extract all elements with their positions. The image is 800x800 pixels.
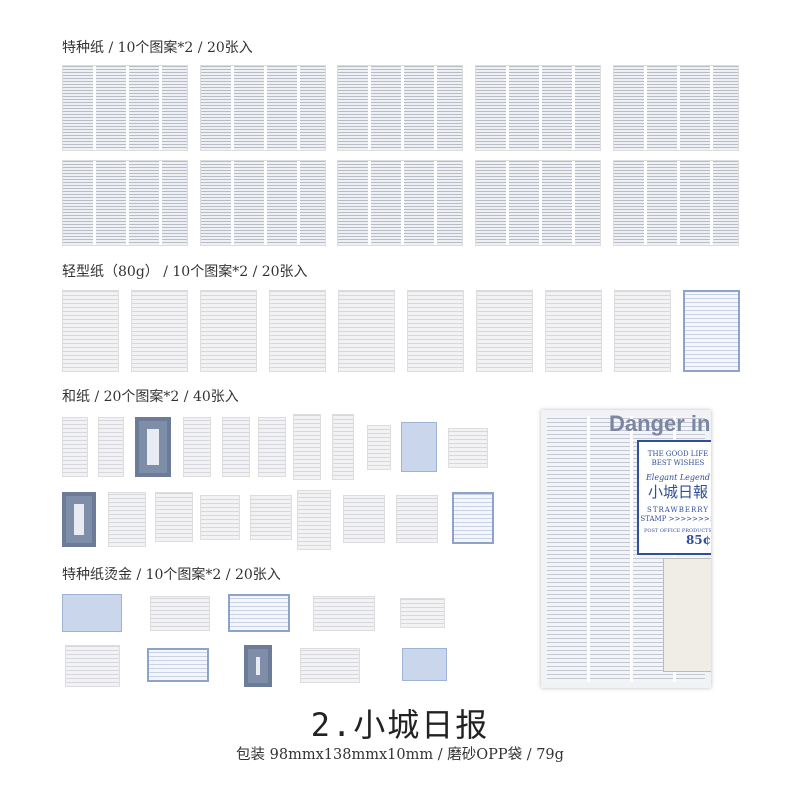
washi-sticker xyxy=(396,495,438,543)
stamp-line1: THE GOOD LIFE xyxy=(647,450,709,458)
special-paper-sticker xyxy=(200,65,326,151)
light-paper-sticker xyxy=(200,290,257,372)
section-label-special-paper: 特种纸 / 10个图案*2 / 20张入 xyxy=(62,40,253,56)
product-title: 2.小城日报 xyxy=(310,706,490,744)
light-paper-sticker xyxy=(476,290,533,372)
washi-sticker xyxy=(135,417,171,477)
light-paper-sticker xyxy=(683,290,740,372)
light-paper-sticker xyxy=(62,290,119,372)
washi-sticker xyxy=(200,495,240,540)
foil-sticker xyxy=(147,648,209,682)
section-label-washi: 和纸 / 20个图案*2 / 40张入 xyxy=(62,389,239,405)
foil-sticker xyxy=(228,594,290,632)
section-label-light-paper: 轻型纸（80g） / 10个图案*2 / 20张入 xyxy=(62,264,308,280)
ticket-sticker xyxy=(663,558,711,672)
light-paper-sticker xyxy=(269,290,326,372)
light-paper-sticker xyxy=(131,290,188,372)
washi-sticker xyxy=(452,492,494,544)
foil-sticker xyxy=(300,648,360,683)
special-paper-sticker xyxy=(62,160,188,246)
washi-sticker xyxy=(293,414,321,480)
special-paper-sticker xyxy=(475,160,601,246)
stamp-cn: 小城日報 xyxy=(647,483,708,501)
foil-sticker xyxy=(402,648,447,681)
washi-sticker xyxy=(62,492,96,547)
package-headline: Danger in xyxy=(609,411,711,436)
special-paper-sticker xyxy=(613,65,739,151)
special-paper-sticker xyxy=(337,160,463,246)
special-paper-sticker xyxy=(200,160,326,246)
product-spec: 包装 98mmx138mmx10mm / 磨砂OPP袋 / 79g xyxy=(236,747,564,763)
washi-sticker xyxy=(250,495,292,540)
washi-sticker xyxy=(222,417,250,477)
light-paper-sticker xyxy=(407,290,464,372)
washi-sticker xyxy=(401,422,437,472)
stamp-script: Elegant Legend xyxy=(645,473,711,482)
stamp-post: POST OFFICE PRODUCTS xyxy=(644,528,711,534)
washi-sticker xyxy=(258,417,286,477)
washi-sticker xyxy=(343,495,385,543)
special-paper-sticker xyxy=(613,160,739,246)
foil-sticker xyxy=(150,596,210,631)
washi-sticker xyxy=(367,425,391,470)
washi-sticker xyxy=(183,417,211,477)
washi-sticker xyxy=(155,492,193,542)
washi-sticker xyxy=(108,492,146,547)
stamp-price: 85¢ xyxy=(685,533,711,547)
package-image: Danger in THE GOOD LIFE BEST WISHES Eleg… xyxy=(541,410,711,688)
washi-sticker xyxy=(297,490,331,550)
package-stamp: THE GOOD LIFE BEST WISHES Elegant Legend… xyxy=(637,440,711,555)
section-label-foil-paper: 特种纸烫金 / 10个图案*2 / 20张入 xyxy=(62,567,281,583)
foil-sticker xyxy=(244,645,272,687)
foil-sticker xyxy=(400,598,445,628)
special-paper-sticker xyxy=(62,65,188,151)
washi-sticker xyxy=(98,417,124,477)
washi-sticker xyxy=(62,417,88,477)
foil-sticker xyxy=(65,645,120,687)
stamp-sub: STAMP >>>>>>>> xyxy=(640,515,711,523)
light-paper-sticker xyxy=(545,290,602,372)
stamp-line2: BEST WISHES xyxy=(651,459,705,467)
foil-sticker xyxy=(313,596,375,631)
light-paper-sticker xyxy=(338,290,395,372)
stamp-brand: STRAWBERRY xyxy=(647,506,709,514)
special-paper-sticker xyxy=(475,65,601,151)
washi-sticker xyxy=(448,428,488,468)
foil-sticker xyxy=(62,594,122,632)
washi-sticker xyxy=(332,414,354,480)
special-paper-sticker xyxy=(337,65,463,151)
light-paper-sticker xyxy=(614,290,671,372)
